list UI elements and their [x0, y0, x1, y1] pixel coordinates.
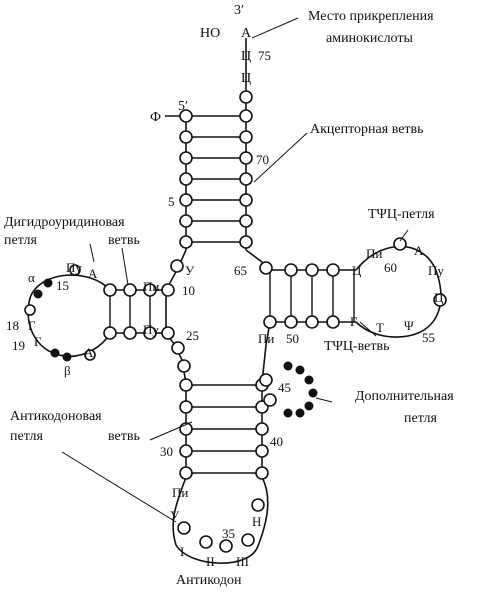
anticodon-base-3: III — [236, 554, 249, 569]
dhu-arm-label-line1: Дигидроуридиновая — [4, 215, 125, 230]
pos-60: 60 — [384, 260, 397, 275]
base-pu-57: Пу — [428, 263, 444, 278]
pos-10: 10 — [182, 283, 195, 298]
pos-25: 25 — [186, 328, 199, 343]
anticodon-label: Антикодон — [176, 573, 242, 588]
backbone-lines — [27, 38, 442, 564]
attach-site-label-line1: Место прикрепления — [308, 9, 434, 24]
end-base-c1: Ц — [241, 49, 251, 64]
base-g-18: Г — [28, 318, 36, 333]
acceptor-arm-label: Акцепторная ветвь — [310, 122, 424, 137]
base-pair-rungs — [109, 115, 355, 474]
tpc-arm-label: ТΨЦ-ветвь — [324, 339, 390, 354]
anticodon-arm-label: ветвь — [108, 429, 140, 444]
pos-75: 75 — [258, 48, 271, 63]
base-pu-15: Пу — [66, 260, 82, 275]
pos-40: 40 — [270, 434, 283, 449]
dhu-loop-label: петля — [4, 233, 37, 248]
anticodon-loop-label: петля — [10, 429, 43, 444]
three-prime-label: 3′ — [234, 3, 244, 18]
base-pu-25: Пу — [143, 322, 159, 337]
base-pi-32: Пи — [172, 485, 188, 500]
filled-nucleotide-dots — [33, 278, 318, 418]
base-h-37: Н — [252, 514, 261, 529]
base-pi-10: Пи — [143, 279, 159, 294]
base-a-58: А — [414, 243, 424, 258]
base-pi-60: Пи — [366, 246, 382, 261]
base-a-15: А — [88, 266, 98, 281]
base-g-19: Г — [34, 334, 42, 349]
pos-19: 19 — [12, 338, 25, 353]
pos-18: 18 — [6, 318, 19, 333]
anticodon-arm-label-line1: Антикодоновая — [10, 409, 102, 424]
nucleotide-circles — [24, 90, 447, 553]
variable-loop-label-line2: петля — [404, 411, 437, 426]
end-base-c2: Ц — [241, 71, 251, 86]
phosphate-label: Ф — [150, 110, 161, 125]
pos-50: 50 — [286, 331, 299, 346]
attach-site-label-line2: аминокислоты — [326, 31, 413, 46]
beta-label: β — [64, 363, 71, 378]
pos-15: 15 — [56, 278, 69, 293]
pos-35: 35 — [222, 526, 235, 541]
pos-30: 30 — [160, 444, 173, 459]
tpc-loop-label: ТΨЦ-петля — [368, 207, 435, 222]
base-c-61: Ц — [352, 263, 362, 278]
pos-65: 65 — [234, 263, 247, 278]
base-g-53: Г — [350, 314, 358, 329]
anticodon-base-1: I — [180, 544, 184, 559]
base-pi-48: Пи — [258, 331, 274, 346]
five-prime-label: 5′ — [178, 99, 188, 114]
variable-loop-label-line1: Дополнительная — [355, 389, 454, 404]
pos-55: 55 — [422, 330, 435, 345]
pos-45: 45 — [278, 380, 291, 395]
base-u-8: У — [185, 263, 195, 278]
base-a-21: А — [84, 345, 94, 360]
pos-5: 5 — [168, 194, 175, 209]
base-t-54: Т — [376, 320, 384, 335]
ho-label: HO — [200, 26, 220, 41]
pos-70: 70 — [256, 152, 269, 167]
leader-lines — [61, 17, 409, 523]
base-u-33: У — [170, 508, 180, 523]
base-psi-55: Ψ — [404, 318, 414, 333]
end-base-a: A — [241, 26, 252, 41]
base-c-56: Ц — [434, 290, 444, 305]
anticodon-base-2: II — [206, 554, 215, 569]
alpha-label: α — [28, 270, 35, 285]
dhu-arm-label: ветвь — [108, 233, 140, 248]
